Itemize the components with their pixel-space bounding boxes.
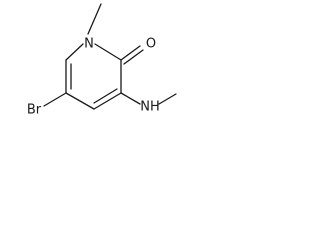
ring-nitrogen-label: N: [84, 37, 94, 52]
bond-c3-nh: [120, 92, 141, 105]
bond-c4-c5: [65, 92, 95, 110]
bond-n-c2: [94, 43, 122, 61]
bond-nh-methyl: [158, 93, 177, 105]
amine-nh-label: NH: [140, 100, 160, 115]
bromine-label: Br: [27, 103, 42, 118]
bond-c2-o-1: [120, 45, 141, 61]
bond-c3-c4-2: [93, 88, 118, 104]
bond-n-methyl: [87, 3, 102, 35]
bond-c5-br: [43, 92, 67, 107]
atom-labels: N O Br NH: [27, 37, 160, 118]
bond-c3-c4-1: [93, 92, 122, 110]
chemical-structure: N O Br NH: [27, 3, 177, 118]
bonds: [43, 3, 177, 110]
carbonyl-oxygen-label: O: [146, 37, 156, 52]
bond-c2-o-2: [123, 49, 144, 65]
bond-c6-n: [65, 43, 84, 61]
